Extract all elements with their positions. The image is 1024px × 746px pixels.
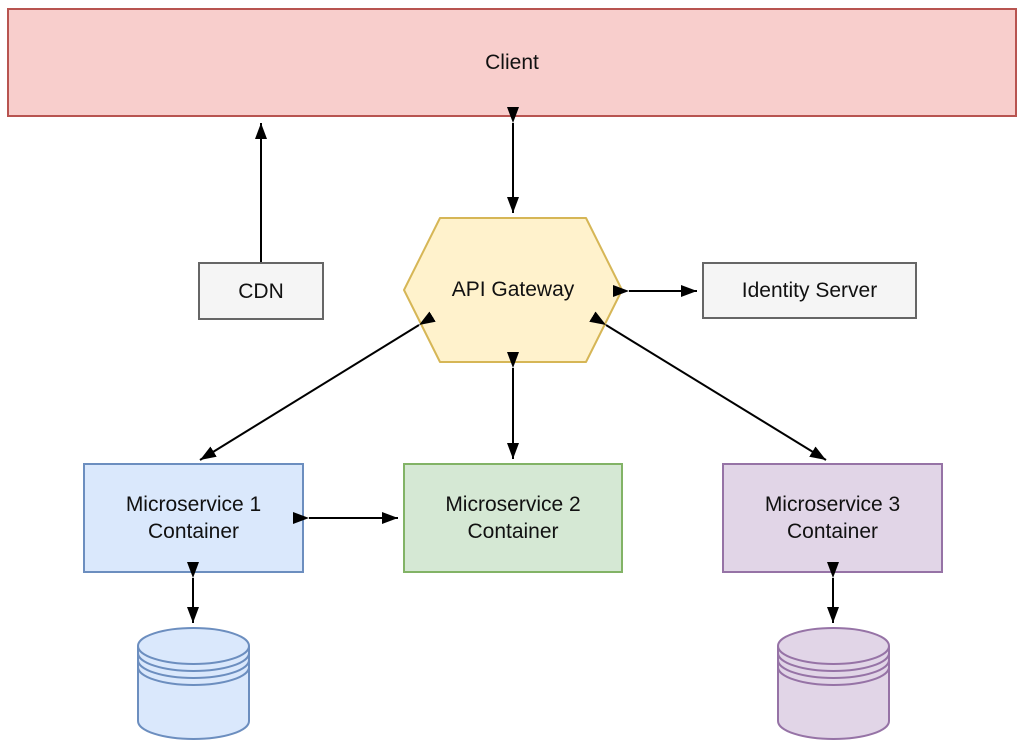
node-api-gateway: API Gateway: [403, 217, 623, 363]
node-microservice-3-label: Microservice 3 Container: [764, 493, 901, 543]
node-client: Client: [7, 8, 1017, 117]
node-microservice-1: Microservice 1 Container: [83, 463, 304, 573]
node-identity-server: Identity Server: [702, 262, 917, 319]
node-microservice-1-label: Microservice 1 Container: [125, 493, 262, 543]
node-identity-server-label: Identity Server: [741, 279, 878, 302]
node-cdn: CDN: [198, 262, 324, 320]
database-2-cylinder: [777, 627, 890, 740]
edge-api-gateway-microservice-3: [589, 311, 827, 461]
api-gateway-hexagon: [403, 217, 623, 363]
node-microservice-2: Microservice 2 Container: [403, 463, 623, 573]
node-cdn-label: CDN: [238, 279, 284, 303]
node-microservice-2-label: Microservice 2 Container: [445, 493, 581, 543]
node-client-label: Client: [485, 51, 539, 74]
edge-api-gateway-microservice-1: [199, 311, 436, 461]
node-microservice-3: Microservice 3 Container: [722, 463, 943, 573]
node-api-gateway-label: API Gateway: [451, 278, 575, 301]
database-1-cylinder: [137, 627, 250, 740]
